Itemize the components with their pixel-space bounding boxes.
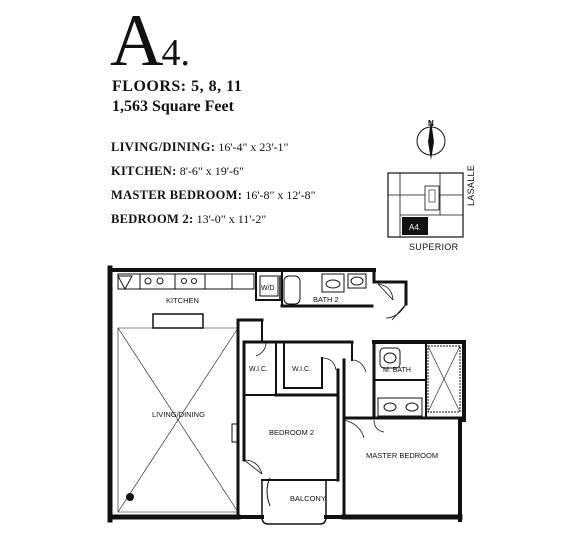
room-label-balcony: BALCONY [290, 494, 326, 503]
dimension-label: MASTER BEDROOM: [111, 188, 243, 202]
street-label-lasalle: LASALLE [466, 164, 476, 206]
street-label-superior: SUPERIOR [409, 242, 459, 252]
square-feet-label: 1,563 Square Feet [112, 98, 234, 115]
floors-label: FLOORS: 5, 8, 11 [112, 78, 243, 95]
room-label-bedroom-2: BEDROOM 2 [269, 428, 314, 437]
dimension-label: BEDROOM 2: [111, 212, 194, 226]
dimension-value: 16'-4" x 23'-1" [218, 140, 289, 154]
room-label-wic-2: W.I.C. [292, 366, 311, 373]
room-label-master-bath: M. BATH [383, 367, 411, 374]
kitchen-counter [117, 273, 255, 291]
column-icon [126, 493, 134, 501]
balcony-outline [261, 477, 327, 525]
room-label-master-bedroom: MASTER BEDROOM [366, 451, 438, 460]
key-plan-unit-tag: A4. [409, 223, 421, 232]
north-label: N [428, 119, 434, 128]
unit-letter: A [110, 0, 163, 82]
bath-2-fixtures [283, 273, 367, 305]
living-dining-ceiling-lines [117, 327, 239, 513]
window-icon [231, 423, 239, 443]
dimension-master-bedroom: MASTER BEDROOM: 16'-8" x 12'-8" [111, 188, 316, 203]
dimension-value: 16'-8" x 12'-8" [245, 188, 316, 202]
dimension-kitchen: KITCHEN: 8'-6" x 19'-6" [111, 164, 244, 179]
kitchen-island [152, 313, 204, 329]
unit-number: 4. [161, 32, 190, 74]
dimension-bedroom-2: BEDROOM 2: 13'-0" x 11'-2" [111, 212, 266, 227]
dimension-label: KITCHEN: [111, 164, 177, 178]
unit-title: A4. [110, 4, 190, 90]
washer-dryer-icon [259, 275, 279, 297]
north-arrow-icon: N [416, 119, 446, 160]
dimension-living-dining: LIVING/DINING: 16'-4" x 23'-1" [111, 140, 288, 155]
door-swings [243, 283, 407, 475]
room-label-kitchen: KITCHEN [166, 296, 199, 305]
room-label-wic-1: W.I.C. [249, 366, 268, 373]
master-bath-fixtures [377, 345, 461, 417]
room-label-bath-2: BATH 2 [313, 295, 339, 304]
highlighted-unit [402, 217, 428, 235]
dimension-value: 13'-0" x 11'-2" [196, 212, 267, 226]
room-label-living-dining: LIVING/DINING [152, 410, 205, 419]
dimension-value: 8'-6" x 19'-6" [179, 164, 244, 178]
key-plan: A4. [387, 172, 464, 238]
interior-walls [242, 269, 466, 502]
dimension-label: LIVING/DINING: [111, 140, 216, 154]
room-label-wd: W/D [261, 285, 275, 292]
